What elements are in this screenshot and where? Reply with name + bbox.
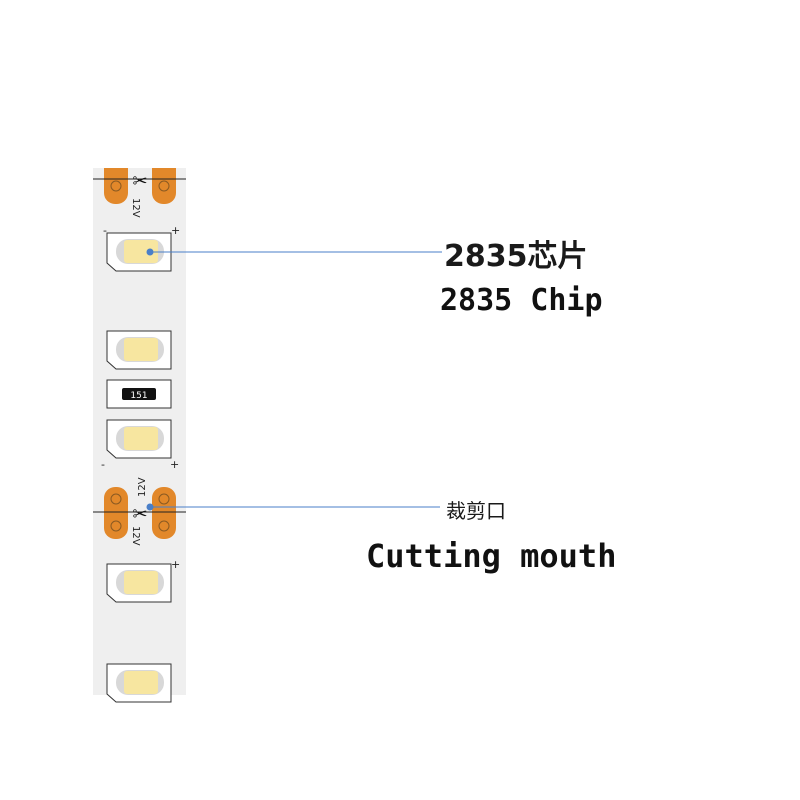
led-chip	[106, 232, 172, 272]
led-chip	[106, 330, 172, 370]
led-chip	[106, 563, 172, 603]
led-phosphor	[124, 427, 158, 450]
plus-sign: +	[171, 558, 180, 571]
led-phosphor	[124, 240, 158, 263]
solder-hole	[158, 520, 170, 532]
resistor: 151	[106, 379, 172, 409]
copper-pads-top	[104, 168, 176, 204]
chip-label-chinese: 2835芯片	[444, 239, 588, 274]
scissors-icon: ✂	[132, 171, 147, 192]
plus-sign: +	[171, 224, 180, 237]
chip-leader-dot	[146, 248, 154, 256]
resistor-body	[122, 388, 156, 400]
scissors-icon: ✂	[132, 504, 147, 525]
led-chip	[106, 663, 172, 703]
plus-sign: +	[170, 458, 179, 471]
copper-pad	[152, 487, 176, 539]
solder-hole	[110, 180, 122, 192]
cut-label-english: Cutting mouth	[366, 537, 617, 575]
led-phosphor	[124, 338, 158, 361]
led-phosphor	[124, 671, 158, 694]
led-phosphor	[124, 571, 158, 594]
minus-sign: -	[103, 224, 107, 237]
solder-hole	[110, 520, 122, 532]
chip-label-english: 2835 Chip	[440, 283, 603, 318]
voltage-label: 12V	[137, 477, 148, 497]
copper-pad	[104, 487, 128, 539]
led-chip	[106, 419, 172, 459]
solder-hole	[158, 493, 170, 505]
voltage-label: 12V	[130, 198, 141, 218]
minus-sign: -	[101, 458, 105, 471]
cut-leader-dot	[146, 503, 154, 511]
resistor-code: 151	[130, 391, 147, 401]
solder-hole	[158, 180, 170, 192]
copper-pads-middle	[104, 487, 176, 539]
copper-pad	[152, 168, 176, 204]
cut-label-chinese: 裁剪口	[446, 499, 506, 523]
voltage-label: 12V	[130, 526, 141, 546]
copper-pad	[104, 168, 128, 204]
solder-hole	[110, 493, 122, 505]
